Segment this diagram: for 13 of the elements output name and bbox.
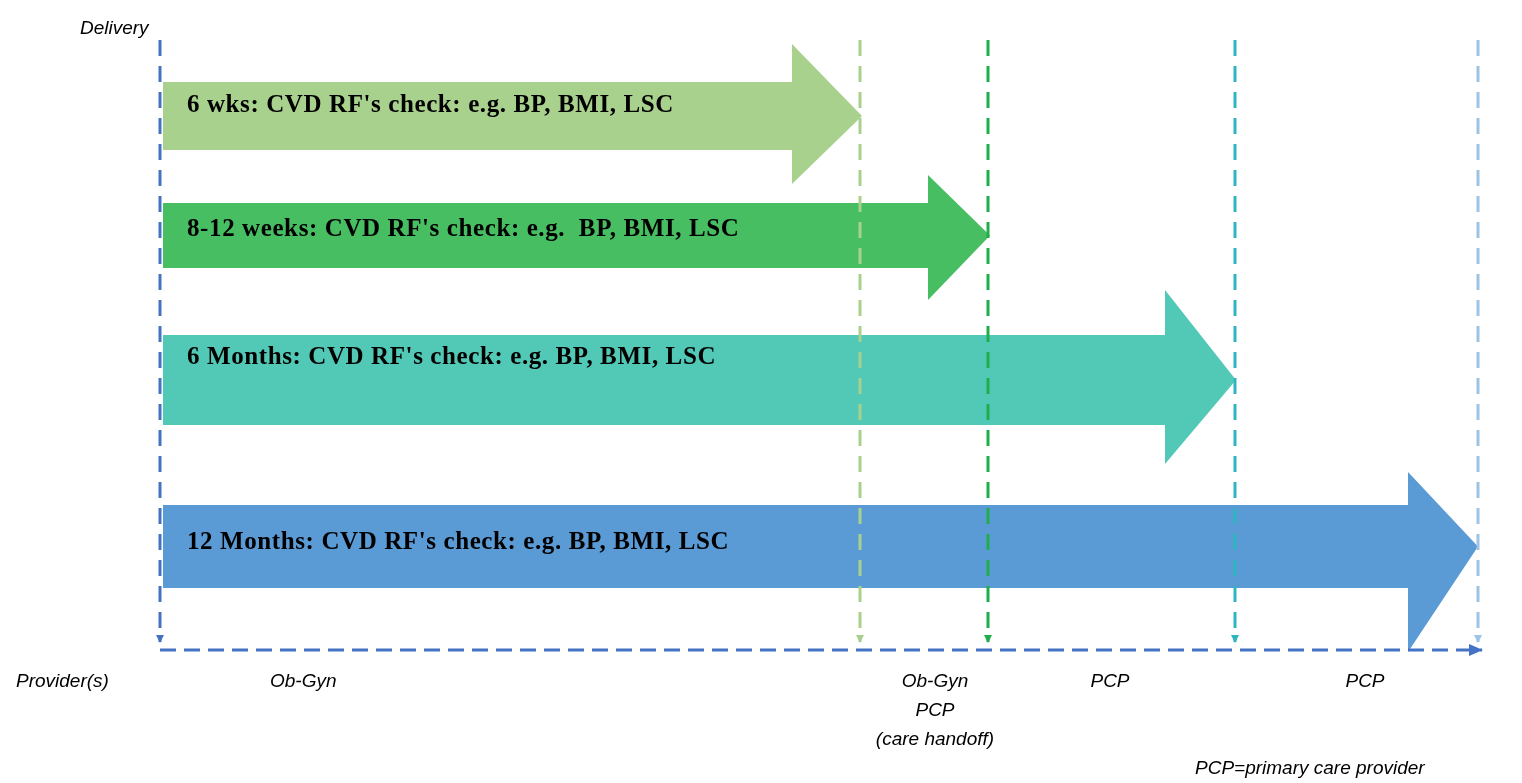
arrow-text: 8-12 weeks: CVD RF's check: e.g. BP, BMI, LSC — [187, 213, 740, 243]
timeline-label: Ob-Gyn — [901, 669, 969, 693]
timeline-label: PCP — [915, 698, 955, 722]
timeline-label: (care handoff) — [875, 727, 995, 751]
timeline-label: Provider(s) — [16, 669, 109, 693]
timeline-label: PCP — [1090, 669, 1130, 693]
timeline-label: PCP — [1345, 669, 1385, 693]
arrow-text: 6 Months: CVD RF's check: e.g. BP, BMI, LSC — [187, 341, 717, 371]
timeline-label: Delivery — [80, 16, 149, 40]
timeline-label: Ob-Gyn — [270, 669, 337, 693]
timeline-label: PCP=primary care provider — [1195, 756, 1425, 780]
arrow-text: 12 Months: CVD RF's check: e.g. BP, BMI, LSC — [187, 526, 730, 556]
arrow-text: 6 wks: CVD RF's check: e.g. BP, BMI, LSC — [187, 89, 674, 119]
